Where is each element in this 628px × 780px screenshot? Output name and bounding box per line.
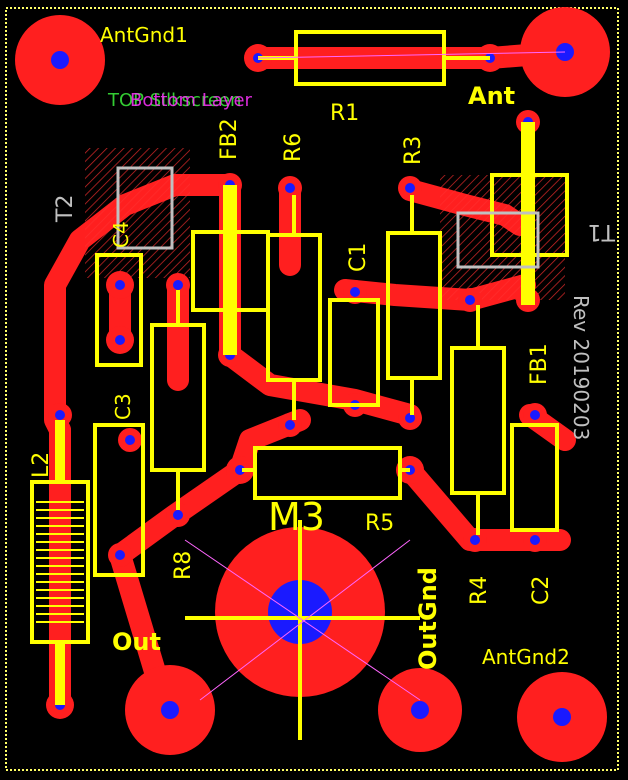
label-r1: R1 (330, 101, 359, 126)
label-t2: T2 (53, 195, 78, 223)
label-r8: R8 (171, 551, 196, 580)
label-r4: R4 (467, 576, 492, 605)
label-outgnd: OutGnd (414, 567, 442, 670)
ratsnest (184, 51, 566, 701)
label-c2: C2 (529, 576, 554, 605)
label-m3: M3 (268, 495, 325, 539)
label-c3: C3 (111, 393, 135, 420)
label-out: Out (112, 628, 161, 656)
label-t1: T1 (588, 219, 616, 244)
silkscreen (30, 30, 569, 740)
label-antgnd2: AntGnd2 (482, 645, 570, 669)
label-c1: C1 (346, 243, 371, 272)
transformer-outlines (116, 166, 540, 269)
label-antgnd1: AntGnd1 (100, 23, 188, 47)
l2-coil (36, 501, 84, 623)
label-l2: L2 (29, 452, 54, 478)
label-ant: Ant (468, 82, 515, 110)
label-fb1: FB1 (527, 343, 552, 385)
label-top-silk: TOP Silkscreen (107, 90, 241, 111)
label-r6: R6 (281, 133, 306, 162)
label-r5: R5 (365, 511, 394, 536)
label-fb2: FB2 (217, 118, 242, 160)
t1-hatch (440, 175, 565, 300)
label-bottom-layer: Bottom Layer (130, 90, 253, 111)
label-r3: R3 (401, 136, 426, 165)
label-rev: Rev 20190203 (569, 295, 593, 440)
label-c4: C4 (109, 221, 133, 248)
